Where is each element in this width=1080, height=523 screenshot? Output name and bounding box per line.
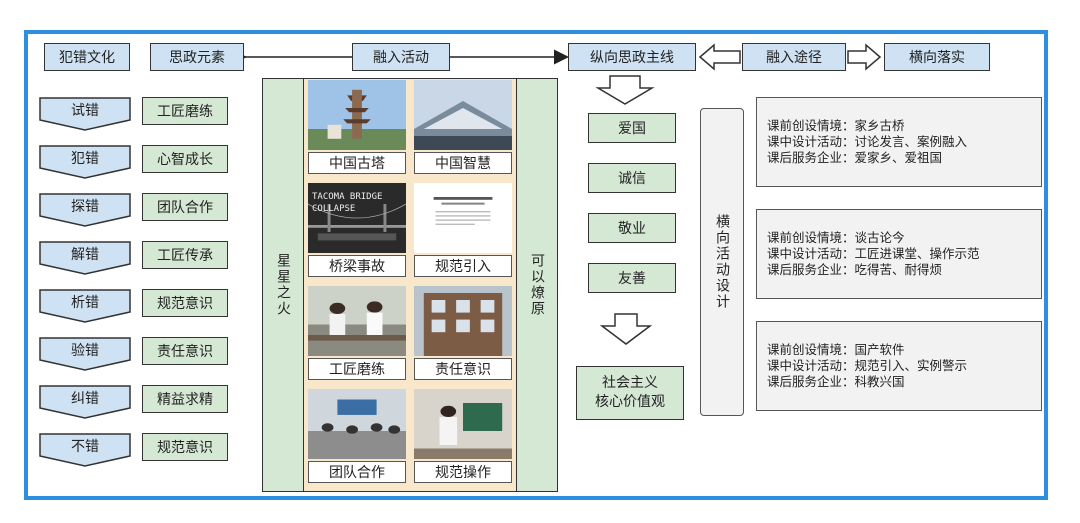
- stage-shape: [39, 241, 131, 275]
- value-3: 友善: [588, 263, 676, 293]
- mainline-label: 纵向思政主线: [590, 50, 674, 66]
- design-block: 课前创设情境：国产软件课中设计活动：规范引入、实例警示课后服务企业：科教兴国: [756, 321, 1042, 411]
- implement-box: 横向落实: [884, 43, 990, 71]
- design-line: 课中设计活动：工匠进课堂、操作示范: [767, 246, 980, 261]
- photo-caption: 中国智慧: [414, 152, 512, 174]
- photo-stadium: [414, 80, 512, 150]
- value-2: 敬业: [588, 213, 676, 243]
- value-box: 规范意识: [142, 289, 228, 317]
- stage-label: 探错: [71, 199, 99, 215]
- stage-shape: [39, 337, 131, 371]
- hollow-arrow-left: [698, 43, 741, 71]
- value-box: 规范意识: [142, 433, 228, 461]
- path-box: 融入途径: [742, 43, 846, 71]
- value-box: 团队合作: [142, 193, 228, 221]
- value-box: 工匠磨练: [142, 97, 228, 125]
- horizontal-design-label: 横向活动设计: [714, 214, 730, 310]
- value-box: 精益求精: [142, 385, 228, 413]
- implement-label: 横向落实: [909, 50, 965, 66]
- spark-label: 星星之火: [275, 253, 291, 317]
- photo-meeting: [308, 389, 406, 459]
- down-arrow-top: [595, 75, 655, 105]
- photo-building: [414, 286, 512, 356]
- photo-overlay-text: TACOMA BRIDGE COLLAPSE: [312, 192, 383, 214]
- stage-shape: [39, 433, 131, 467]
- design-block: 课前创设情境：谈古论今课中设计活动：工匠进课堂、操作示范课后服务企业：吃得苦、耐…: [756, 209, 1042, 299]
- prairie-label: 可以燎原: [529, 253, 545, 317]
- photo-caption: 中国古塔: [308, 152, 406, 174]
- design-line: 课中设计活动：讨论发言、案例融入: [767, 134, 968, 149]
- core-values-line-1: 社会主义: [602, 375, 658, 391]
- core-values-line-2: 核心价值观: [595, 394, 665, 410]
- stage-shape: [39, 385, 131, 419]
- core-values-box: 社会主义 核心价值观: [576, 366, 684, 420]
- design-line: 课后服务企业：吃得苦、耐得烦: [767, 262, 943, 277]
- value-1: 诚信: [588, 163, 676, 193]
- design-line: 课前创设情境：家乡古桥: [767, 118, 905, 133]
- value-0: 爱国: [588, 113, 676, 143]
- photo-bridge: TACOMA BRIDGE COLLAPSE: [308, 183, 406, 253]
- design-line: 课前创设情境：国产软件: [767, 342, 905, 357]
- activity-box: 融入活动: [352, 43, 450, 71]
- design-block: 课前创设情境：家乡古桥课中设计活动：讨论发言、案例融入课后服务企业：爱家乡、爱祖…: [756, 97, 1042, 187]
- design-line: 课前创设情境：谈古论今: [767, 230, 905, 245]
- photo-caption: 团队合作: [308, 461, 406, 483]
- stage-label: 验错: [71, 343, 99, 359]
- stage-label: 析错: [71, 295, 99, 311]
- culture-box: 犯错文化: [44, 43, 130, 71]
- stage-label: 犯错: [71, 151, 99, 167]
- stage-shape: [39, 145, 131, 179]
- photo-document: [414, 183, 512, 253]
- design-line: 课中设计活动：规范引入、实例警示: [767, 358, 968, 373]
- activity-label: 融入活动: [373, 50, 429, 66]
- design-line: 课后服务企业：科教兴国: [767, 374, 905, 389]
- path-label: 融入途径: [766, 50, 822, 66]
- photo-caption: 桥梁事故: [308, 255, 406, 277]
- photo-pagoda: [308, 80, 406, 150]
- value-box: 工匠传承: [142, 241, 228, 269]
- value-box: 责任意识: [142, 337, 228, 365]
- stage-shape: [39, 97, 131, 131]
- stage-label: 解错: [71, 247, 99, 263]
- hollow-arrow-right: [847, 43, 882, 71]
- photo-caption: 规范操作: [414, 461, 512, 483]
- stage-label: 试错: [71, 103, 99, 119]
- culture-label: 犯错文化: [59, 50, 115, 66]
- value-box: 心智成长: [142, 145, 228, 173]
- stage-shape: [39, 289, 131, 323]
- stage-label: 不错: [71, 439, 99, 455]
- spark-bar: 星星之火: [262, 78, 304, 492]
- prairie-bar: 可以燎原: [516, 78, 558, 492]
- elements-label: 思政元素: [169, 50, 225, 66]
- photo-caption: 规范引入: [414, 255, 512, 277]
- design-line: 课后服务企业：爱家乡、爱祖国: [767, 150, 943, 165]
- horizontal-design-box: 横向活动设计: [700, 108, 744, 416]
- stage-label: 纠错: [71, 391, 99, 407]
- elements-box: 思政元素: [150, 43, 244, 71]
- down-arrow-bottom: [599, 313, 653, 345]
- photo-classroom: [308, 286, 406, 356]
- photo-caption: 工匠磨练: [308, 358, 406, 380]
- photo-screen: [414, 389, 512, 459]
- photo-caption: 责任意识: [414, 358, 512, 380]
- stage-shape: [39, 193, 131, 227]
- mainline-box: 纵向思政主线: [568, 43, 696, 71]
